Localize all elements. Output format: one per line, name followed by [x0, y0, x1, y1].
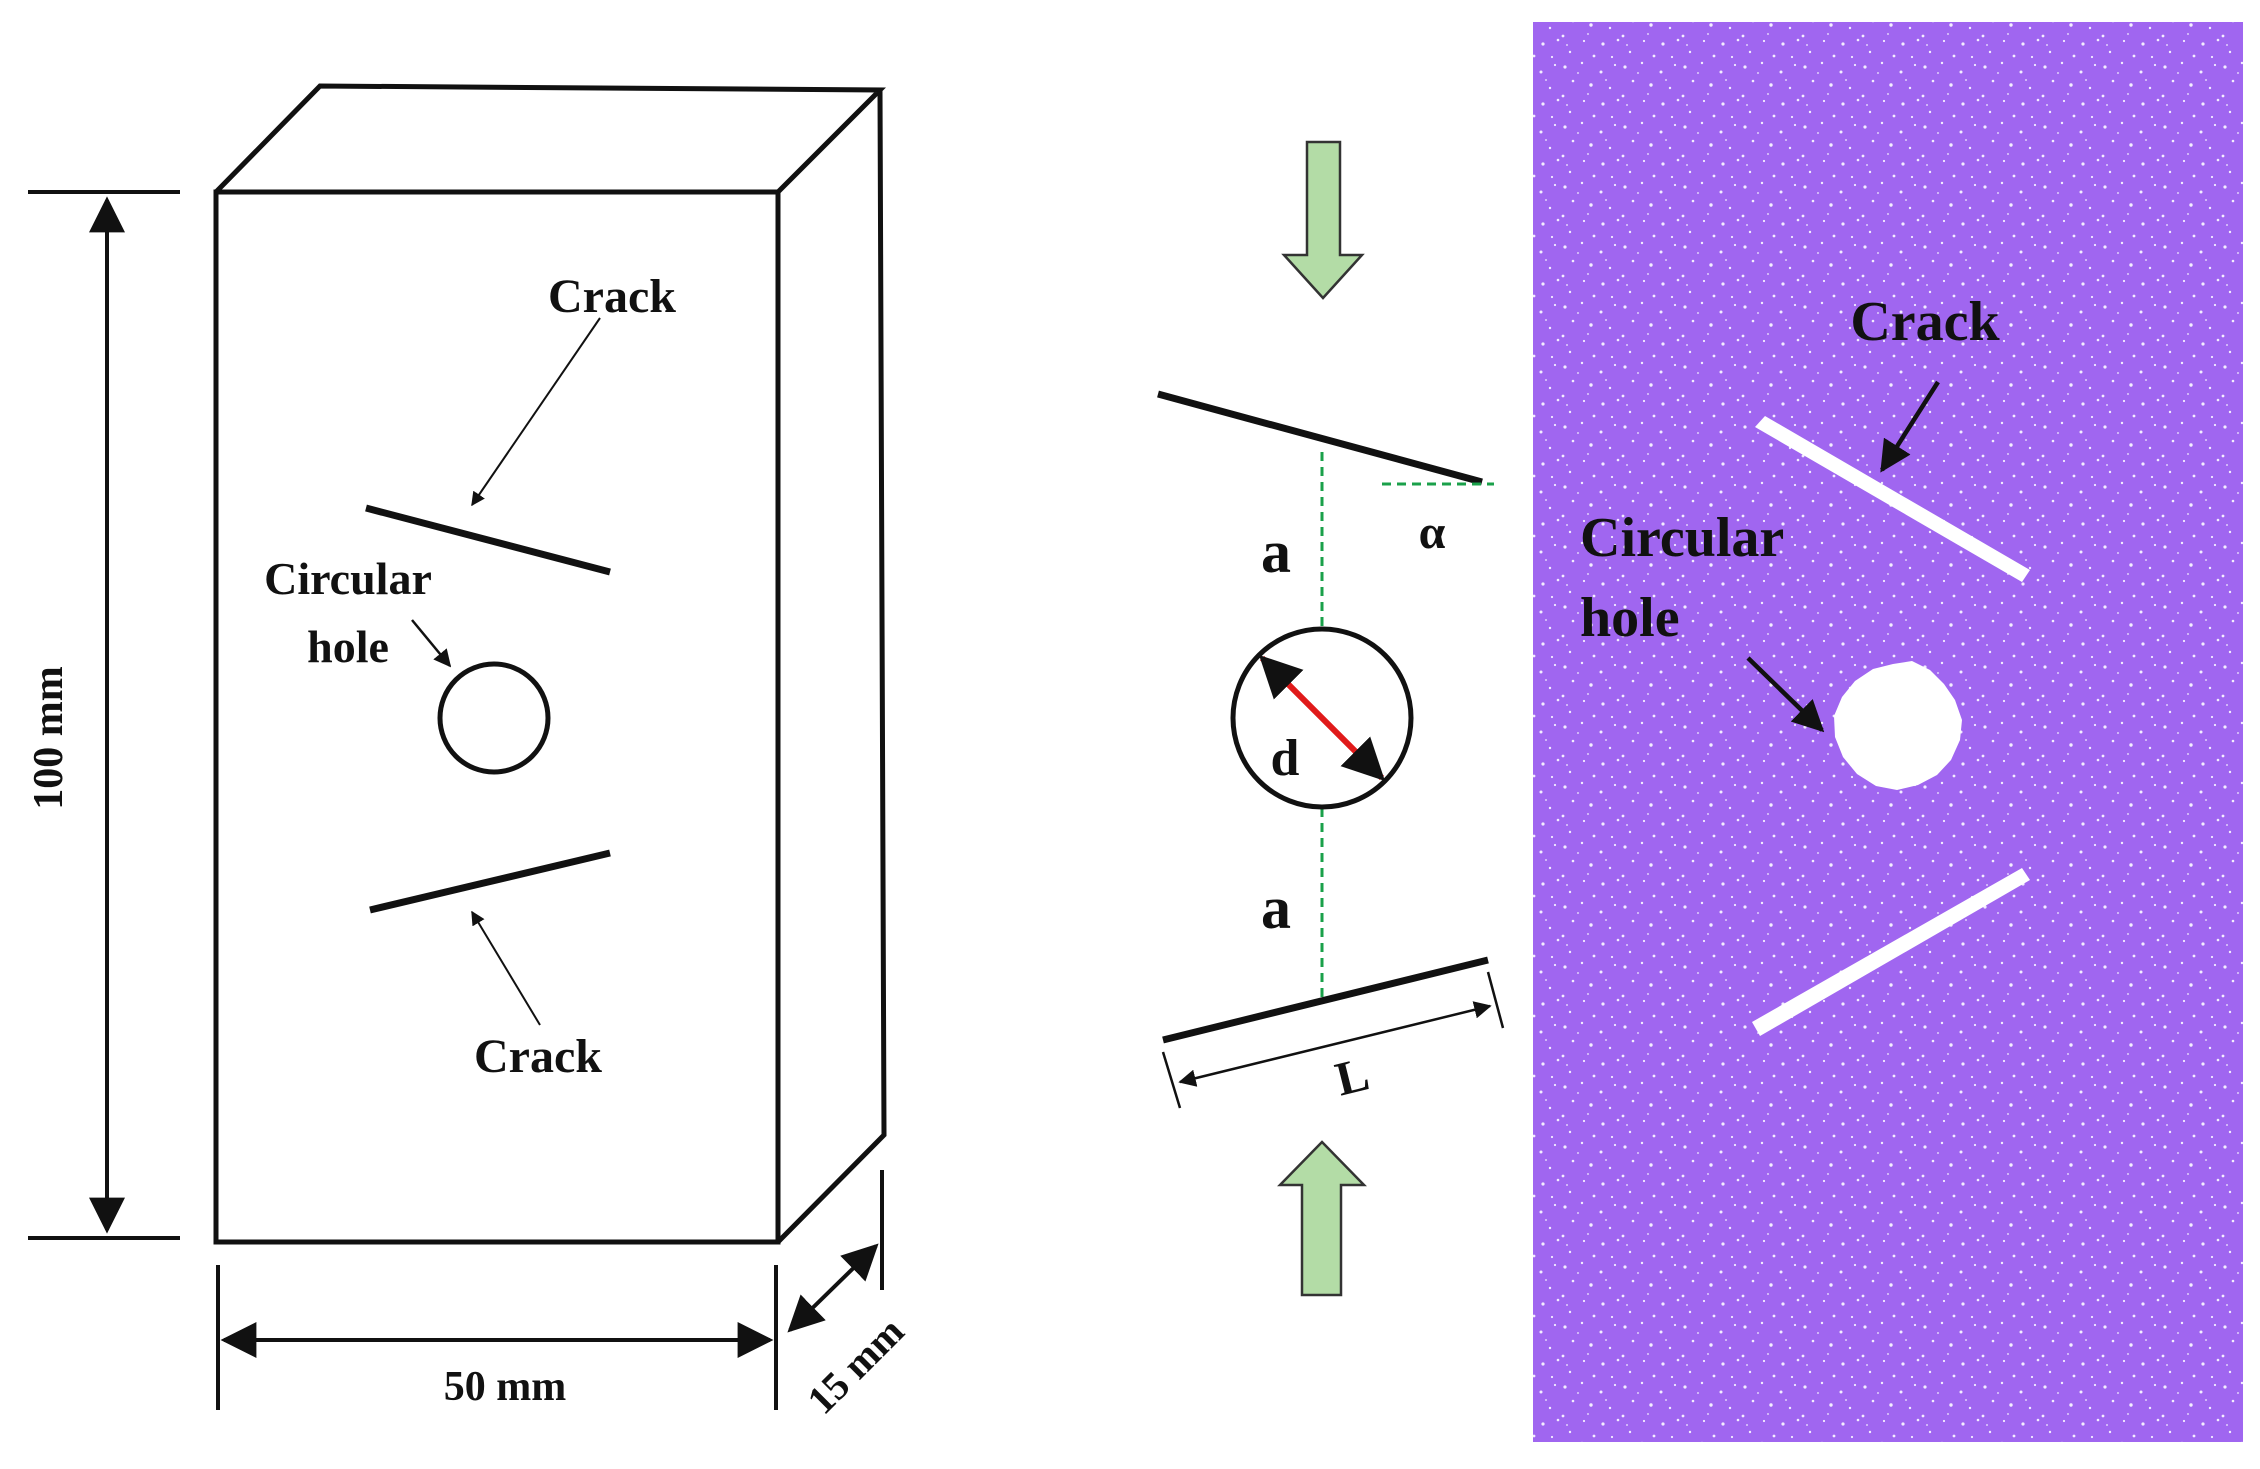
width-dimension — [216, 1265, 778, 1410]
load-arrow-down — [1281, 140, 1365, 300]
diameter-line — [1259, 655, 1385, 781]
model-hole-label-line2: hole — [1580, 587, 1680, 649]
height-dimension — [28, 190, 180, 1240]
load-arrow-up — [1277, 1140, 1367, 1297]
model-hole-leader — [1746, 656, 1825, 733]
height-label: 100 mm — [26, 666, 72, 809]
depth-dimension — [787, 1170, 884, 1333]
depth-label: 15 mm — [798, 1308, 912, 1422]
length-label: L — [1330, 1047, 1374, 1106]
circular-hole — [437, 661, 551, 775]
model-top-crack — [1755, 416, 2030, 582]
model-hole-label-line1: Circular — [1580, 507, 1784, 569]
spacing-top-label: a — [1261, 519, 1291, 585]
width-label: 50 mm — [444, 1364, 566, 1410]
model-hole — [1834, 661, 1962, 790]
hole-label-line2: hole — [307, 621, 389, 672]
crack-bottom-label: Crack — [474, 1030, 602, 1083]
model-crack-label: Crack — [1850, 291, 2000, 353]
top-crack — [365, 504, 611, 576]
hole-leader — [411, 619, 452, 668]
angle-label: α — [1419, 506, 1446, 559]
crack-top-leader — [471, 317, 601, 507]
spacing-bottom-label: a — [1261, 875, 1291, 941]
specimen-block — [213, 83, 887, 1245]
crack-bottom-leader — [471, 910, 541, 1026]
crack-top-label: Crack — [548, 270, 676, 323]
bottom-crack — [369, 849, 611, 914]
hole-label-line1: Circular — [264, 553, 432, 604]
model-bottom-crack — [1752, 868, 2030, 1036]
model-crack-leader — [1880, 380, 1940, 473]
length-dimension — [1161, 971, 1505, 1109]
schematic-bottom-crack — [1162, 956, 1489, 1044]
schematic-top-crack — [1157, 390, 1483, 486]
diameter-label: d — [1271, 730, 1300, 787]
